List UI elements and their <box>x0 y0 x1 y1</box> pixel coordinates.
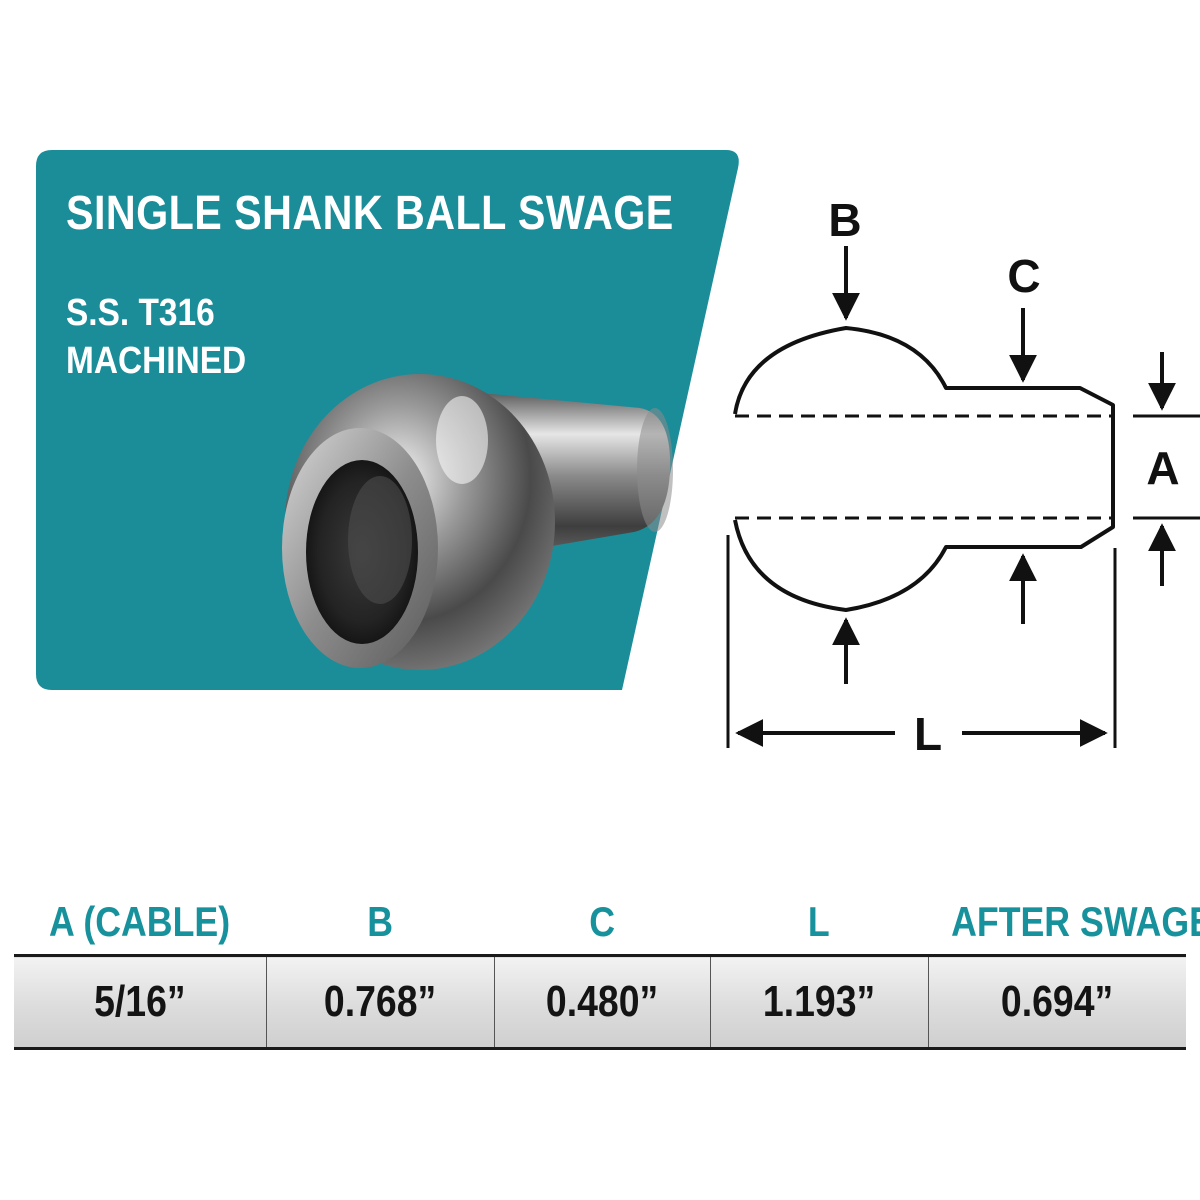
swage-outline <box>733 326 1115 612</box>
product-title: SINGLE SHANK BALL SWAGE <box>66 187 674 240</box>
header-after-swage: AFTER SWAGE <box>951 898 1200 945</box>
header-c: C <box>589 898 615 945</box>
label-b: B <box>828 194 861 246</box>
cell-a-cable: 5/16” <box>14 954 267 1050</box>
cell-b: 0.768” <box>265 954 495 1050</box>
header-a-cable: A (CABLE) <box>49 898 231 945</box>
finish-spec: MACHINED <box>66 340 247 382</box>
header-l: L <box>808 898 830 945</box>
table-header-row: A (CABLE) B C L AFTER SWAGE <box>14 890 1200 956</box>
dimension-table: A (CABLE) B C L AFTER SWAGE 5/16” 0.768”… <box>14 890 1200 1050</box>
header-b: B <box>367 898 393 945</box>
cell-after-swage: 0.694” <box>927 954 1186 1050</box>
label-a: A <box>1146 442 1179 494</box>
dimension-diagram <box>726 246 1200 748</box>
label-c: C <box>1007 250 1040 302</box>
cell-l: 1.193” <box>709 954 929 1050</box>
ball-swage-photo <box>282 374 673 670</box>
cell-c: 0.480” <box>493 954 711 1050</box>
material-spec: S.S. T316 <box>66 292 215 334</box>
label-l: L <box>914 708 942 760</box>
table-row: 5/16” 0.768” 0.480” 1.193” 0.694” <box>14 954 1186 1050</box>
